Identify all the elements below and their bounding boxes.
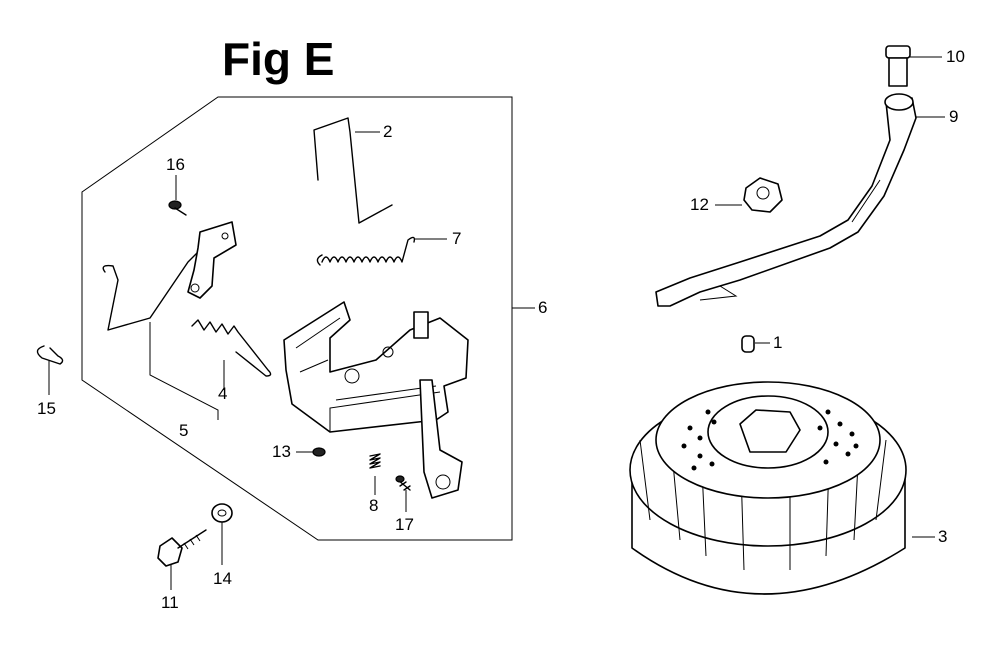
part-11-bolt: [157, 529, 207, 567]
callout-10: 10: [946, 47, 965, 66]
figure-title: Fig E: [222, 33, 335, 85]
part-10-bolt: [885, 45, 911, 87]
callout-13: 13: [272, 442, 291, 461]
part-16-bolt: [168, 200, 187, 216]
callout-7: 7: [452, 229, 462, 248]
part-5-lever: [102, 221, 237, 331]
callout-16: 16: [166, 155, 185, 174]
part-8-spring: [369, 453, 381, 469]
part-9-coil: [655, 93, 917, 307]
callout-1: 1: [773, 333, 783, 352]
callout-2: 2: [383, 122, 393, 141]
part-15-clip: [36, 345, 64, 365]
callout-5: 5: [179, 421, 189, 440]
callout-4: 4: [218, 384, 228, 403]
callout-12: 12: [690, 195, 709, 214]
callout-6: 6: [538, 298, 548, 317]
part-14-washer: [211, 503, 233, 523]
callout-9: 9: [949, 107, 959, 126]
callout-3: 3: [938, 527, 948, 546]
part-2-rod: [313, 117, 393, 224]
part-17-screw: [395, 475, 411, 491]
part-1-key: [741, 335, 755, 353]
part-7-spring: [316, 236, 416, 266]
part-12-nut: [743, 177, 783, 213]
callout-15: 15: [37, 399, 56, 418]
callout-14: 14: [213, 569, 232, 588]
part-6-bracket: [283, 301, 469, 499]
callout-11: 11: [161, 593, 179, 612]
assembly-outline: [81, 96, 513, 541]
callout-17: 17: [395, 515, 414, 534]
part-13-nut: [312, 447, 326, 457]
part-4-spring: [191, 319, 272, 377]
callout-8: 8: [369, 496, 379, 515]
flywheel-vent-holes: [681, 409, 859, 471]
part-3-flywheel: [629, 381, 907, 595]
